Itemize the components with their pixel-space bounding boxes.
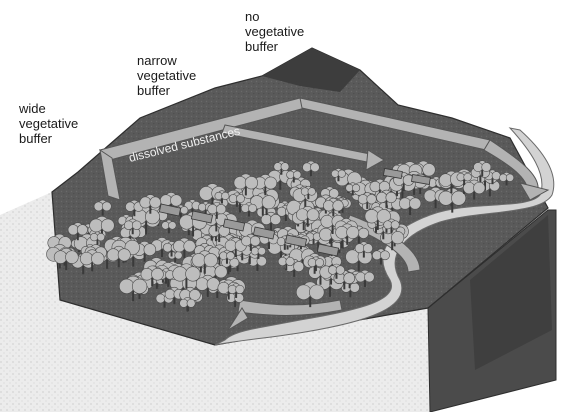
wide-buffer-label: wide vegetative buffer bbox=[19, 101, 78, 146]
no-buffer-label: no vegetative buffer bbox=[245, 9, 304, 54]
narrow-buffer-label: narrow vegetative buffer bbox=[137, 53, 196, 98]
